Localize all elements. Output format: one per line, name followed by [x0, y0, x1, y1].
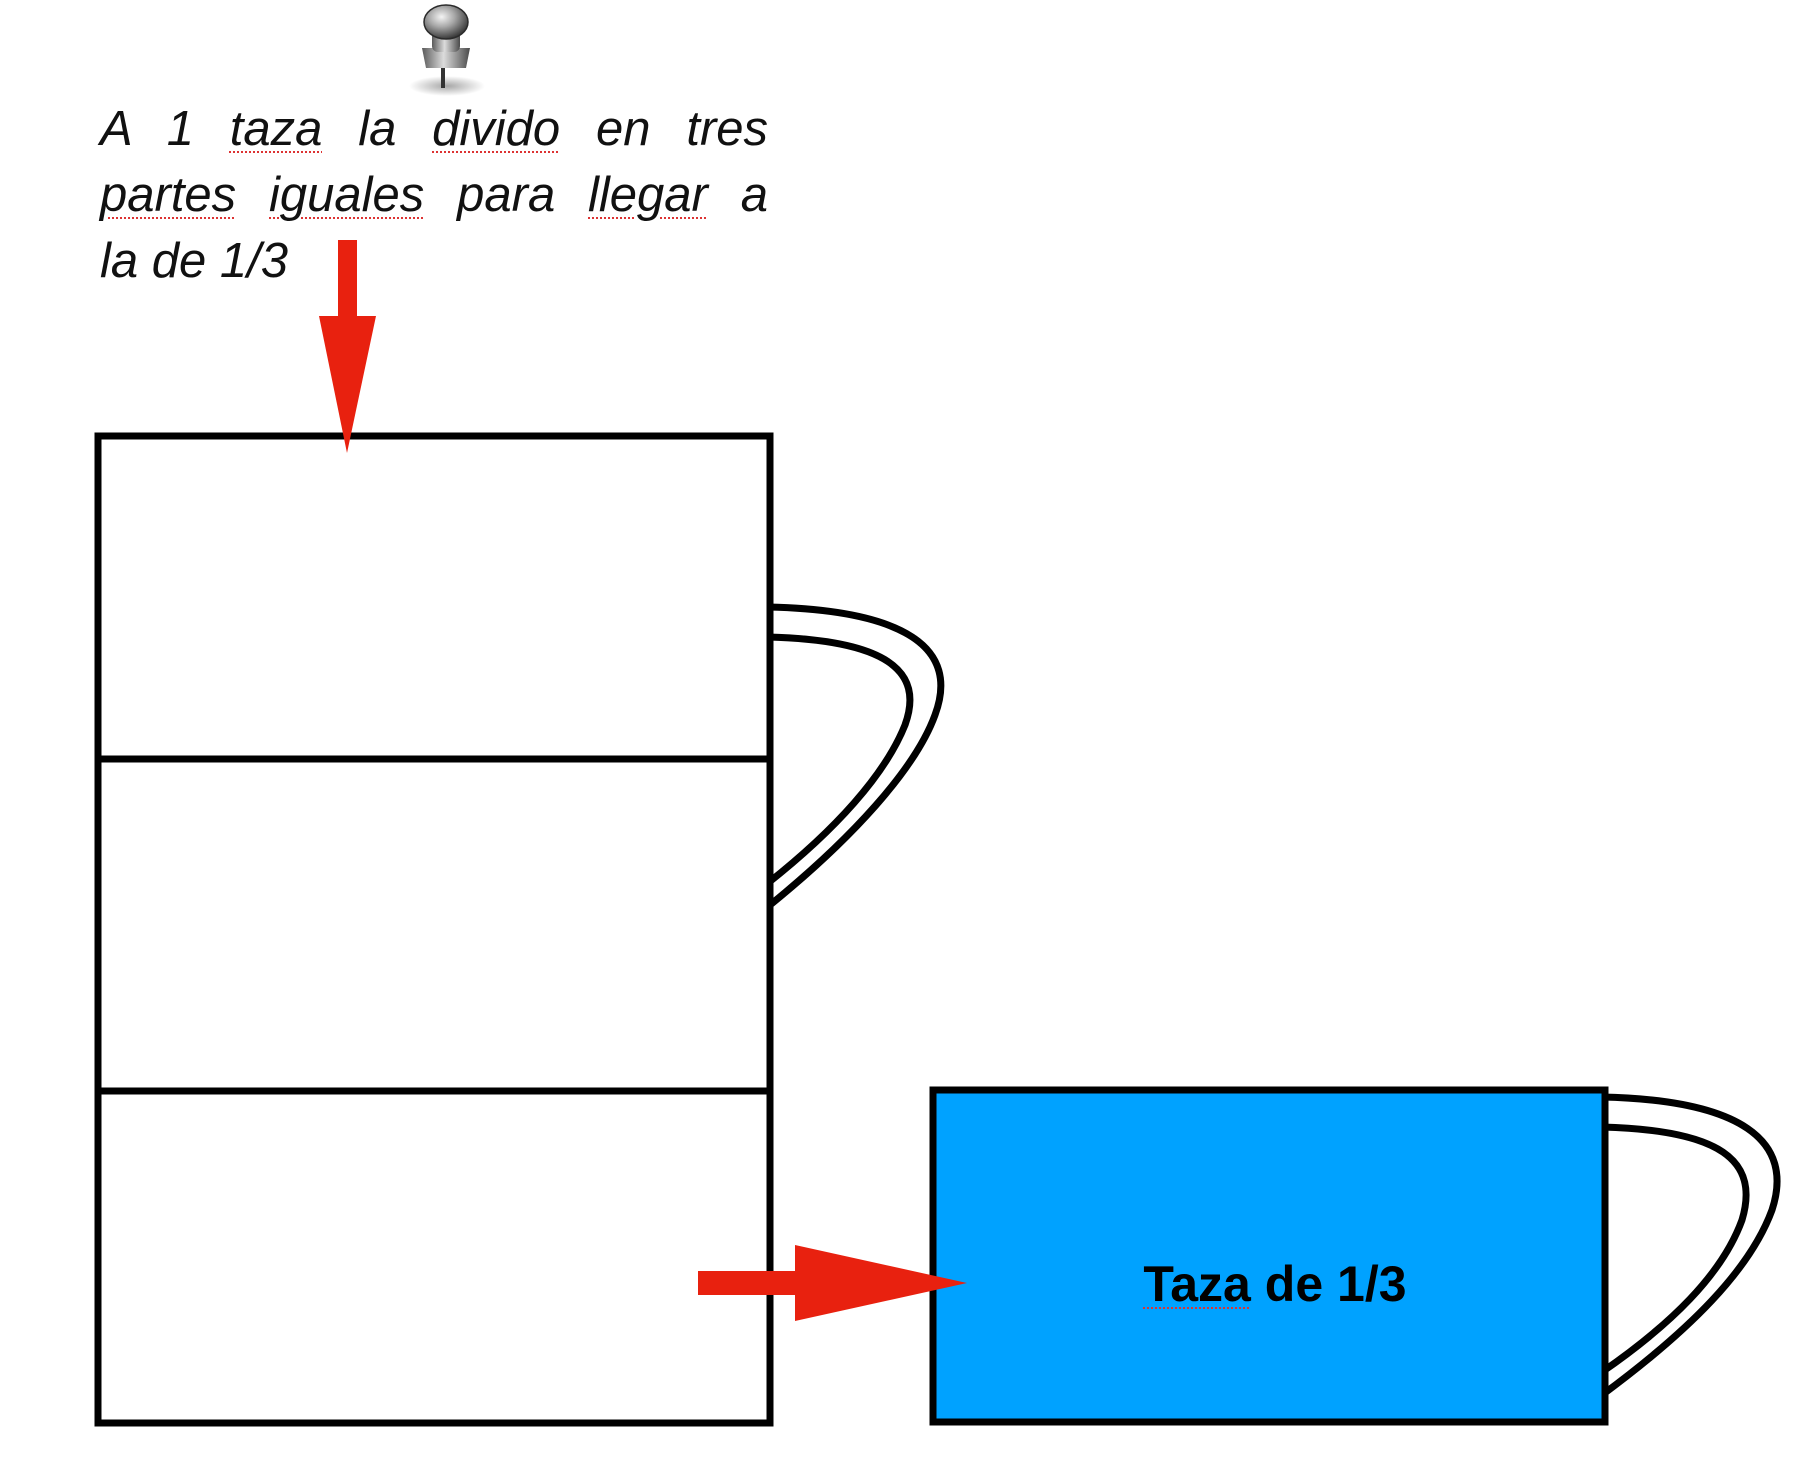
cup-label-word: Taza	[1143, 1256, 1251, 1312]
big-cup-part-3	[94, 1087, 774, 1427]
note-line-3: la de 1/3	[100, 228, 768, 294]
note-word: A	[100, 102, 131, 156]
note-word: iguales	[269, 168, 425, 222]
note-line-1: A 1 taza la divido en tres	[100, 96, 768, 162]
cup-label-word: de	[1264, 1256, 1324, 1312]
note-word: para	[457, 168, 556, 222]
pushpin-icon	[409, 4, 485, 96]
small-cup-body	[929, 1086, 1609, 1426]
note-word: tres	[686, 102, 769, 156]
note-word: a	[740, 168, 768, 222]
note-word: la	[100, 234, 139, 288]
small-cup	[929, 1086, 1781, 1426]
big-cup-part-1	[94, 432, 774, 763]
cup-label-word: 1/3	[1337, 1256, 1407, 1312]
note-word: 1	[166, 102, 194, 156]
big-cup-handle-inner	[765, 633, 914, 886]
big-cup-part-2	[94, 755, 774, 1095]
small-cup-handle-inner	[1600, 1123, 1750, 1375]
note-line-2: partes iguales para llegar a	[100, 162, 768, 228]
small-cup-handle-outer	[1599, 1093, 1781, 1398]
note-word: taza	[229, 102, 323, 156]
note-word: divido	[432, 102, 561, 156]
note-word: en	[596, 102, 651, 156]
annotation-note: A 1 taza la divido en tres partes iguale…	[100, 96, 768, 294]
note-word: partes	[100, 168, 237, 222]
big-cup	[94, 432, 945, 1427]
big-cup-handle-outer	[767, 603, 945, 908]
note-word: llegar	[588, 168, 708, 222]
note-word: 1/3	[219, 234, 289, 288]
note-word: de	[151, 234, 207, 288]
small-cup-label: Taza de 1/3	[935, 1255, 1615, 1313]
note-word: la	[358, 102, 397, 156]
arrow-right-icon	[698, 1245, 967, 1321]
arrow-down-icon	[319, 240, 376, 453]
